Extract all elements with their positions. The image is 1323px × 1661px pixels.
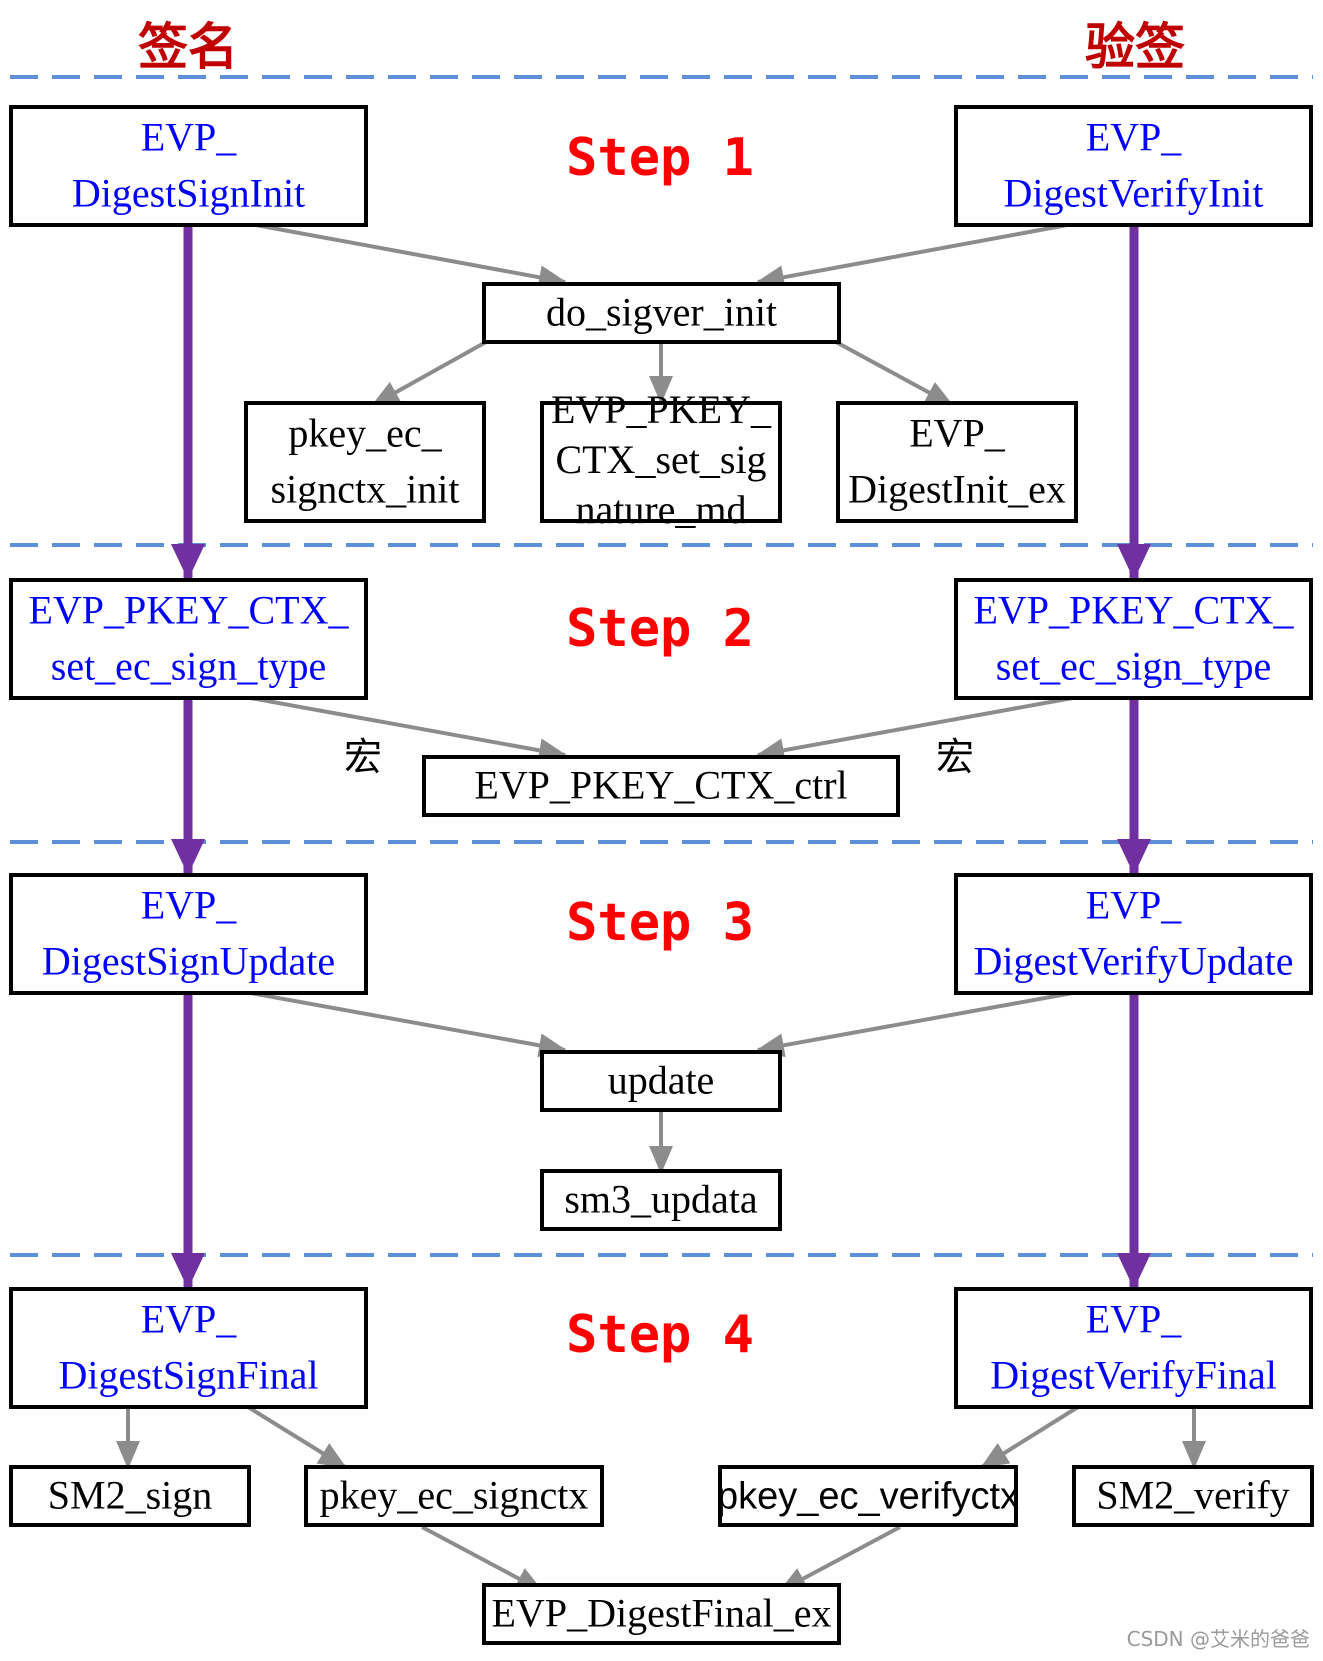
node-label-line: EVP_ [141, 1296, 238, 1341]
node-box [836, 401, 1078, 523]
node-label-line: do_sigver_init [546, 289, 777, 334]
node-label-line: DigestInit_ex [848, 466, 1066, 511]
node-pkey-ec-signctx: pkey_ec_signctx [304, 1465, 604, 1527]
node-label-line: set_ec_sign_type [996, 643, 1272, 688]
node-label-line: EVP_ [141, 882, 238, 927]
node-label-line: CTX_set_sig [555, 437, 766, 482]
node-label-line: EVP_ [909, 410, 1006, 455]
node-label-line: set_ec_sign_type [51, 643, 327, 688]
node-label-line: DigestSignUpdate [42, 938, 335, 983]
node-box [540, 1050, 782, 1112]
node-box [482, 282, 841, 344]
node-label-line: EVP_DigestFinal_ex [492, 1590, 832, 1635]
node-box [540, 1169, 782, 1231]
node-box [1072, 1465, 1314, 1527]
node-sign-update: EVP_ DigestSignUpdate [9, 873, 368, 995]
arrow-verifyctx-to-digestfinal [778, 1525, 901, 1593]
node-label-line: pkey_ec_verifyctx [717, 1475, 1019, 1517]
function-nodes: EVP_DigestSignInitEVP_DigestVerifyInitdo… [9, 105, 1314, 1645]
step-2-label: Step 2 [566, 599, 754, 659]
node-box [540, 401, 782, 523]
node-box [244, 401, 486, 523]
arrow-sign-settype-to-ctrl [244, 695, 567, 763]
node-update: update [540, 1050, 782, 1112]
step-4-label: Step 4 [566, 1305, 754, 1365]
call-arrows [116, 221, 1206, 1593]
node-label-line: EVP_ [1086, 114, 1183, 159]
node-verify-update: EVP_ DigestVerifyUpdate [954, 873, 1313, 995]
node-sm2-verify: SM2_verify [1072, 1465, 1314, 1527]
node-label-line: signctx_init [271, 466, 460, 511]
arrow-signfinal-to-signctx [246, 1405, 347, 1469]
node-label-line: EVP_PKEY_ [551, 387, 772, 432]
arrow-verifyupdate-to-update [756, 990, 1079, 1058]
node-label-line: DigestVerifyFinal [990, 1352, 1277, 1397]
node-label-line: DigestSignFinal [58, 1352, 318, 1397]
node-pkey-ec-verifyctx: pkey_ec_verifyctx [717, 1465, 1019, 1527]
arrow-verifyfinal-to-verifyctx [980, 1405, 1080, 1469]
step-separators [10, 75, 1313, 1257]
node-box [482, 1583, 841, 1645]
node-box [954, 105, 1313, 227]
node-sign-init: EVP_ DigestSignInit [9, 105, 368, 227]
node-label-line: SM2_verify [1096, 1472, 1289, 1517]
node-verify-final: EVP_ DigestVerifyFinal [954, 1287, 1313, 1409]
node-sign-final: EVP_ DigestSignFinal [9, 1287, 368, 1409]
node-pkey-ec-signctx-init: pkey_ec_ signctx_init [244, 401, 486, 523]
node-box [9, 1287, 368, 1409]
node-sm3-updata: sm3_updata [540, 1169, 782, 1231]
arrow-dosigver-to-signctxinit [371, 340, 487, 407]
node-verify-init: EVP_ DigestVerifyInit [954, 105, 1313, 227]
watermark: CSDN @艾米的爸爸 [1127, 1627, 1310, 1651]
node-label-line: update [608, 1057, 715, 1102]
node-label-line: EVP_PKEY_CTX_ [28, 587, 349, 632]
node-box [9, 105, 368, 227]
macro-label-left: 宏 [344, 737, 382, 779]
node-box [718, 1465, 1018, 1527]
node-label-line: EVP_PKEY_CTX_ [973, 587, 1294, 632]
arrow-signupdate-to-update [244, 990, 567, 1058]
step-3-label: Step 3 [566, 893, 754, 953]
node-label-line: DigestVerifyInit [1004, 170, 1264, 215]
main-flow-arrows [171, 222, 1151, 1289]
sign-column-header: 签名 [138, 18, 238, 76]
node-label-line: EVP_ [1086, 882, 1183, 927]
node-box [954, 873, 1313, 995]
step-1-label: Step 1 [566, 128, 754, 188]
node-digest-init-ex: EVP_ DigestInit_ex [836, 401, 1078, 523]
node-verify-set-type: EVP_PKEY_CTX_ set_ec_sign_type [954, 578, 1313, 700]
node-ctx-ctrl: EVP_PKEY_CTX_ctrl [422, 755, 900, 817]
node-digest-final-ex: EVP_DigestFinal_ex [482, 1583, 841, 1645]
arrow-dosigver-to-digestinit [835, 340, 954, 407]
node-label-line: EVP_PKEY_CTX_ctrl [474, 762, 847, 807]
node-box [304, 1465, 604, 1527]
node-box [9, 1465, 251, 1527]
node-do-sigver-init: do_sigver_init [482, 282, 841, 344]
arrow-verify-settype-to-ctrl [756, 695, 1079, 763]
node-box [9, 578, 368, 700]
node-box [954, 1287, 1313, 1409]
arrow-verifyinit-to-dosigver [756, 221, 1079, 290]
node-set-signature-md: EVP_PKEY_ CTX_set_sig nature_md [540, 387, 782, 532]
node-label-line: DigestVerifyUpdate [974, 938, 1294, 983]
node-box [422, 755, 900, 817]
verify-column-header: 验签 [1085, 18, 1185, 76]
node-sm2-sign: SM2_sign [9, 1465, 251, 1527]
node-label-line: nature_md [575, 487, 746, 532]
node-label-line: EVP_ [141, 114, 238, 159]
node-box [954, 578, 1313, 700]
node-label-line: pkey_ec_ [288, 410, 442, 455]
node-sign-set-type: EVP_PKEY_CTX_ set_ec_sign_type [9, 578, 368, 700]
node-label-line: pkey_ec_signctx [320, 1472, 589, 1517]
node-label-line: EVP_ [1086, 1296, 1183, 1341]
arrow-signinit-to-dosigver [244, 221, 567, 290]
node-label-line: SM2_sign [48, 1472, 213, 1517]
node-box [9, 873, 368, 995]
macro-label-right: 宏 [936, 737, 974, 779]
node-label-line: sm3_updata [564, 1176, 758, 1221]
node-label-line: DigestSignInit [72, 170, 305, 215]
arrow-signctx-to-digestfinal [421, 1525, 544, 1593]
